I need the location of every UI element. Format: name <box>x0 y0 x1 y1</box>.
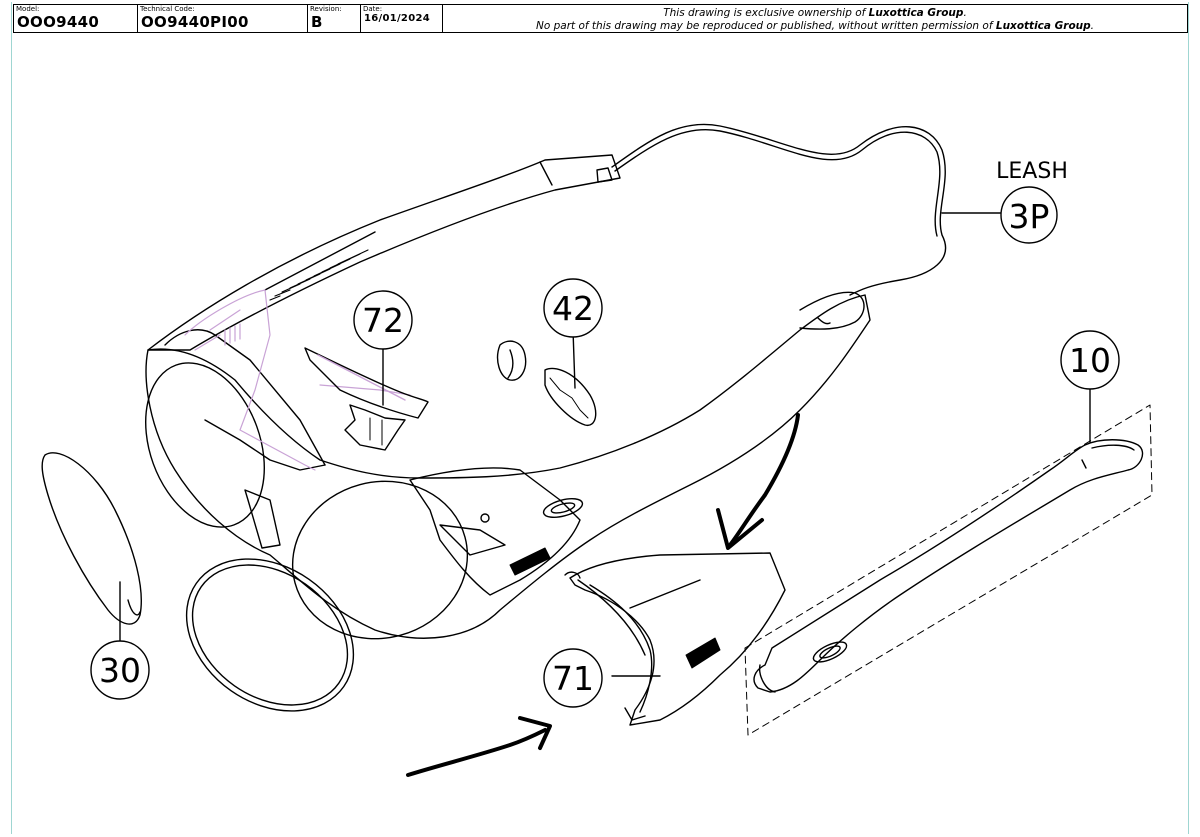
callout-circle-72 <box>353 290 413 350</box>
callout-42: 42 <box>552 289 594 328</box>
temple-logo-icon <box>812 641 848 663</box>
notice-line-2: No part of this drawing may be reproduce… <box>535 20 1094 32</box>
callout-3p: 3P <box>1009 197 1050 236</box>
temple-dashed-box <box>744 404 1153 736</box>
callout-circle-10 <box>1060 330 1120 390</box>
shield-grip-pad <box>685 637 721 669</box>
technical-code-value: OO9440PI00 <box>141 13 249 31</box>
notice-line-1: This drawing is exclusive ownership of L… <box>663 7 967 19</box>
logo-icon <box>542 497 584 519</box>
callout-circle-30 <box>90 640 150 700</box>
revision-cell: Revision: B <box>308 5 361 32</box>
loose-lens-30 <box>41 452 142 625</box>
leash-cord <box>611 123 947 296</box>
date-caption: Date: <box>363 5 383 13</box>
revision-caption: Revision: <box>310 5 342 13</box>
frame-grip-pad <box>509 547 551 576</box>
ownership-notice: This drawing is exclusive ownership of L… <box>443 5 1187 32</box>
front-frame <box>145 294 871 639</box>
back-temple <box>147 154 621 351</box>
technical-code-cell: Technical Code: OO9440PI00 <box>138 5 308 32</box>
owner-name: Luxottica Group <box>868 7 964 19</box>
rear-side-shield-outline <box>184 289 411 471</box>
date-cell: Date: 16/01/2024 <box>361 5 443 32</box>
callout-71: 71 <box>552 659 594 698</box>
leash-label: LEASH <box>996 159 1068 184</box>
right-lens-rim <box>291 480 469 640</box>
technical-code-caption: Technical Code: <box>140 5 195 13</box>
callout-circle-71 <box>543 648 603 708</box>
temple-10 <box>753 439 1144 693</box>
owner-name: Luxottica Group <box>995 20 1091 32</box>
callout-30: 30 <box>99 651 141 690</box>
nose-bridge-part <box>304 347 429 419</box>
arrow-down-icon <box>728 413 800 547</box>
leash-cord-inner <box>614 129 941 237</box>
drawing-sheet <box>11 2 1189 834</box>
left-lens-rim <box>145 362 265 528</box>
title-block: Model: OOO9440 Technical Code: OO9440PI0… <box>13 4 1188 33</box>
nose-pad-right <box>544 367 597 426</box>
model-caption: Model: <box>16 5 40 13</box>
frame-side-shield <box>409 467 581 596</box>
revision-value: B <box>311 13 323 31</box>
loose-lens-2 <box>185 558 355 712</box>
arrow-right-icon <box>406 728 547 777</box>
model-cell: Model: OOO9440 <box>14 5 138 32</box>
date-value: 16/01/2024 <box>364 13 430 24</box>
side-shield-71 <box>569 552 786 726</box>
nose-pad-left <box>496 340 527 381</box>
nose-pad-leader <box>572 329 576 389</box>
temple-tip <box>799 291 865 330</box>
callout-circle-3p <box>1000 186 1058 244</box>
temple-vent-lines <box>269 249 369 301</box>
callout-circle-42 <box>543 278 603 338</box>
callout-72: 72 <box>362 301 404 340</box>
model-value: OOO9440 <box>17 13 100 31</box>
callout-10: 10 <box>1069 341 1111 380</box>
